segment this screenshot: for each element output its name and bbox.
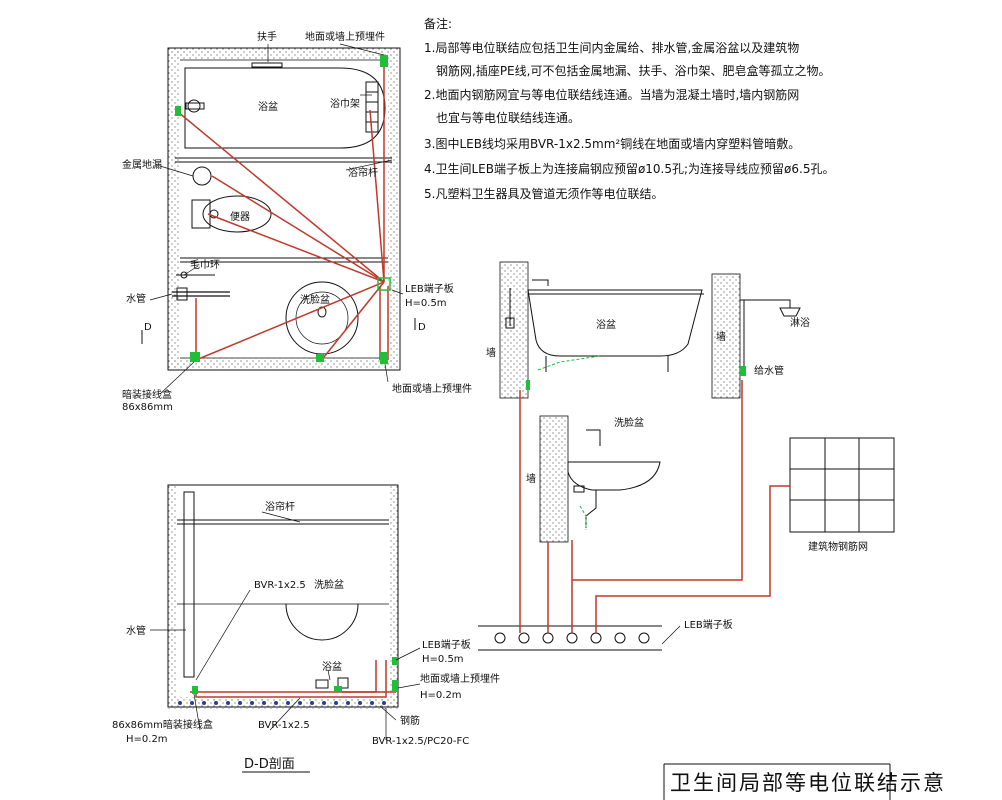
section-mark-right: D bbox=[418, 322, 426, 333]
label-plan-leb-height: H=0.5m bbox=[405, 298, 447, 309]
note-line-1: 1.局部等电位联结应包括卫生间内金属给、排水管,金属浴盆以及建筑物 bbox=[424, 40, 799, 55]
label-detail-wall-left: 墙 bbox=[486, 346, 496, 359]
section-washbasin bbox=[285, 603, 359, 641]
label-plan-washbasin: 洗脸盆 bbox=[300, 293, 330, 306]
plan-junctions bbox=[175, 55, 391, 364]
label-pipe-spec: BVR-1x2.5/PC20-FC bbox=[372, 736, 469, 747]
plan-wall-left bbox=[168, 48, 180, 370]
detail-wall-mid bbox=[539, 415, 569, 543]
plan-bathtub bbox=[184, 67, 386, 149]
label-towel-rack: 浴巾架 bbox=[330, 97, 360, 110]
detail-view: 墙 浴盆 墙 淋浴 给水管 洗脸盆 墙 建筑物钢筋网 LEB端子板 bbox=[478, 261, 895, 651]
plan-embed-top-marker bbox=[380, 55, 388, 67]
title-block: 卫生间局部等电位联结示意 bbox=[663, 763, 946, 800]
detail-washbasin bbox=[567, 461, 661, 491]
label-section-bvr-bottom: BVR-1x2.5 bbox=[258, 720, 310, 731]
note-line-7: 5.凡塑料卫生器具及管道无须作等电位联结。 bbox=[424, 186, 663, 201]
label-detail-wall-mid: 墙 bbox=[526, 472, 536, 485]
label-embed-top: 地面或墙上预埋件 bbox=[305, 30, 385, 43]
label-detail-wall-right: 墙 bbox=[716, 330, 726, 343]
label-section-embed-height: H=0.2m bbox=[420, 690, 462, 701]
plan-embed-bottom-marker bbox=[380, 352, 388, 364]
plan-wall-bottom bbox=[168, 358, 400, 370]
label-section-washbasin: 洗脸盆 bbox=[314, 578, 344, 591]
detail-bathtub bbox=[527, 289, 703, 357]
towel-ring bbox=[180, 271, 188, 279]
notes-block: 备注: 1.局部等电位联结应包括卫生间内金属给、排水管,金属浴盆以及建筑物 钢筋… bbox=[424, 16, 834, 201]
detail-wall-right bbox=[711, 273, 741, 399]
note-line-5: 3.图中LEB线均采用BVR-1x2.5mm²铜线在地面或墙内穿塑料管暗敷。 bbox=[424, 136, 800, 151]
label-curtain-rod: 浴帘杆 bbox=[265, 500, 295, 513]
label-plan-bathtub: 浴盆 bbox=[258, 100, 278, 113]
rebar-grid bbox=[789, 437, 895, 533]
label-junction-size: 86x86mm bbox=[122, 402, 173, 413]
label-detail-bathtub: 浴盆 bbox=[596, 318, 616, 331]
section-water-pipe bbox=[183, 491, 195, 678]
plan-junction-box bbox=[190, 352, 200, 362]
plan-view: 扶手 地面或墙上预埋件 浴盆 浴巾架 金属地漏 浴帘杆 便器 毛巾环 水管 洗脸… bbox=[122, 30, 472, 413]
label-rebar: 钢筋 bbox=[400, 714, 420, 727]
label-toilet: 便器 bbox=[230, 210, 250, 223]
label-section-leb: LEB端子板 bbox=[422, 638, 471, 651]
label-section-junction: 86x86mm暗装接线盒 bbox=[112, 718, 213, 731]
handrail bbox=[251, 62, 283, 68]
section-mark-left: D bbox=[144, 322, 152, 333]
label-towel-ring: 毛巾环 bbox=[190, 258, 220, 271]
note-line-4: 也宜与等电位联结线连通。 bbox=[436, 110, 580, 125]
plan-wall-top bbox=[168, 48, 400, 60]
label-section-bathtub: 浴盆 bbox=[322, 660, 342, 673]
towel-rack bbox=[365, 81, 379, 133]
label-detail-washbasin: 洗脸盆 bbox=[614, 416, 644, 429]
label-supply-pipe: 给水管 bbox=[754, 364, 784, 377]
plan-toilet bbox=[202, 195, 272, 233]
plan-wall-right bbox=[388, 48, 400, 370]
leb-terminals bbox=[494, 632, 650, 644]
label-embed-bottom: 地面或墙上预埋件 bbox=[392, 382, 472, 395]
note-line-3: 2.地面内钢筋网宜与等电位联结线连通。当墙为混凝土墙时,墙内钢筋网 bbox=[424, 87, 799, 102]
shower-head bbox=[779, 307, 801, 317]
note-line-6: 4.卫生间LEB端子板上为连接扁钢应预留ø10.5孔;为连接导线应预留ø6.5孔… bbox=[424, 161, 834, 176]
section-view: 浴帘杆 BVR-1x2.5 洗脸盆 水管 LEB端子板 H=0.5m 浴盆 地面… bbox=[112, 484, 500, 773]
label-section-bvr: BVR-1x2.5 bbox=[254, 580, 306, 591]
label-section-junction-height: H=0.2m bbox=[126, 734, 168, 745]
label-metal-drain: 金属地漏 bbox=[122, 158, 162, 171]
label-detail-leb: LEB端子板 bbox=[684, 618, 733, 631]
detail-wall-left bbox=[499, 261, 529, 399]
notes-heading: 备注: bbox=[424, 16, 452, 31]
label-plan-water-pipe: 水管 bbox=[126, 292, 146, 305]
plan-bonding-wires bbox=[177, 60, 389, 363]
detail-bonding-wires bbox=[519, 380, 790, 633]
label-plan-leb: LEB端子板 bbox=[405, 282, 454, 295]
label-section-water-pipe: 水管 bbox=[126, 624, 146, 637]
label-section-embed: 地面或墙上预埋件 bbox=[420, 672, 500, 685]
section-caption: D-D剖面 bbox=[244, 757, 295, 772]
metal-floor-drain bbox=[192, 166, 212, 186]
section-bathtub bbox=[315, 679, 329, 689]
label-rebar-grid: 建筑物钢筋网 bbox=[808, 540, 868, 553]
plan-leb-board bbox=[377, 277, 391, 291]
label-junction-box: 暗装接线盒 bbox=[122, 388, 172, 401]
section-floor bbox=[168, 697, 398, 709]
drawing-title: 卫生间局部等电位联结示意 bbox=[670, 771, 946, 795]
label-bath-rod: 浴帘杆 bbox=[348, 166, 378, 179]
label-section-leb-height: H=0.5m bbox=[422, 654, 464, 665]
label-shower: 淋浴 bbox=[790, 316, 810, 329]
label-handrail: 扶手 bbox=[257, 30, 277, 43]
note-line-2: 钢筋网,插座PE线,可不包括金属地漏、扶手、浴巾架、肥皂盒等孤立之物。 bbox=[436, 63, 830, 78]
